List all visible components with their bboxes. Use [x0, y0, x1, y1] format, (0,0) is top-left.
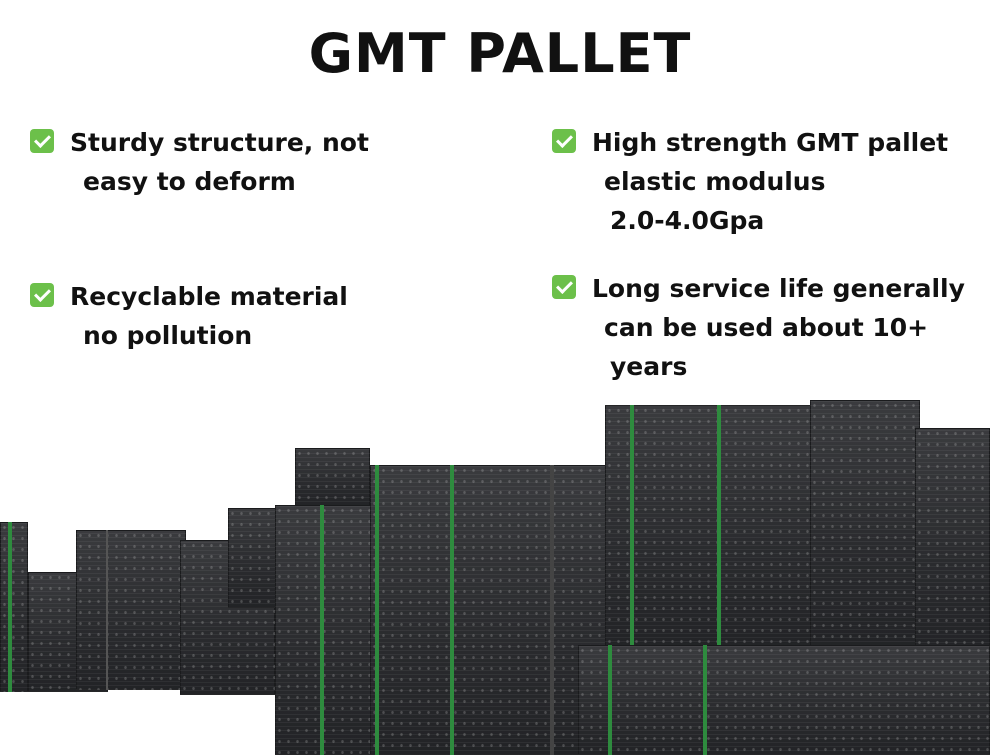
feature-text: no pollution — [83, 321, 253, 350]
feature-text: 2.0-4.0Gpa — [610, 206, 765, 235]
pallet-stack — [295, 448, 370, 506]
check-box-icon — [30, 283, 54, 307]
pallet-stack — [275, 505, 375, 755]
check-box-icon — [30, 129, 54, 153]
pallet-stack — [180, 540, 275, 695]
feature-sturdy: Sturdy structure, not easy to deform — [30, 123, 369, 201]
pallet-stack — [0, 522, 28, 692]
check-box-icon — [552, 275, 576, 299]
check-box-icon — [552, 129, 576, 153]
pallet-stack — [605, 405, 820, 650]
feature-text: can be used about 10+ — [604, 313, 929, 342]
feature-text: High strength GMT pallet — [592, 128, 949, 157]
feature-service-life: Long service life generally can be used … — [552, 269, 965, 386]
pallet-stack — [578, 645, 990, 755]
feature-strength: High strength GMT pallet elastic modulus… — [552, 123, 948, 240]
pallet-stack — [76, 530, 186, 690]
feature-text: Sturdy structure, not — [70, 128, 369, 157]
feature-text: Recyclable material — [70, 282, 348, 311]
pallet-stack — [915, 428, 990, 655]
feature-recyclable: Recyclable material no pollution — [30, 277, 348, 355]
page-title: GMT PALLET — [308, 22, 692, 85]
feature-text: easy to deform — [83, 167, 296, 196]
pallet-stack — [810, 400, 920, 650]
pallet-stack — [370, 465, 610, 755]
feature-text: Long service life generally — [592, 274, 965, 303]
feature-text: elastic modulus — [604, 167, 826, 196]
feature-text: years — [610, 352, 688, 381]
